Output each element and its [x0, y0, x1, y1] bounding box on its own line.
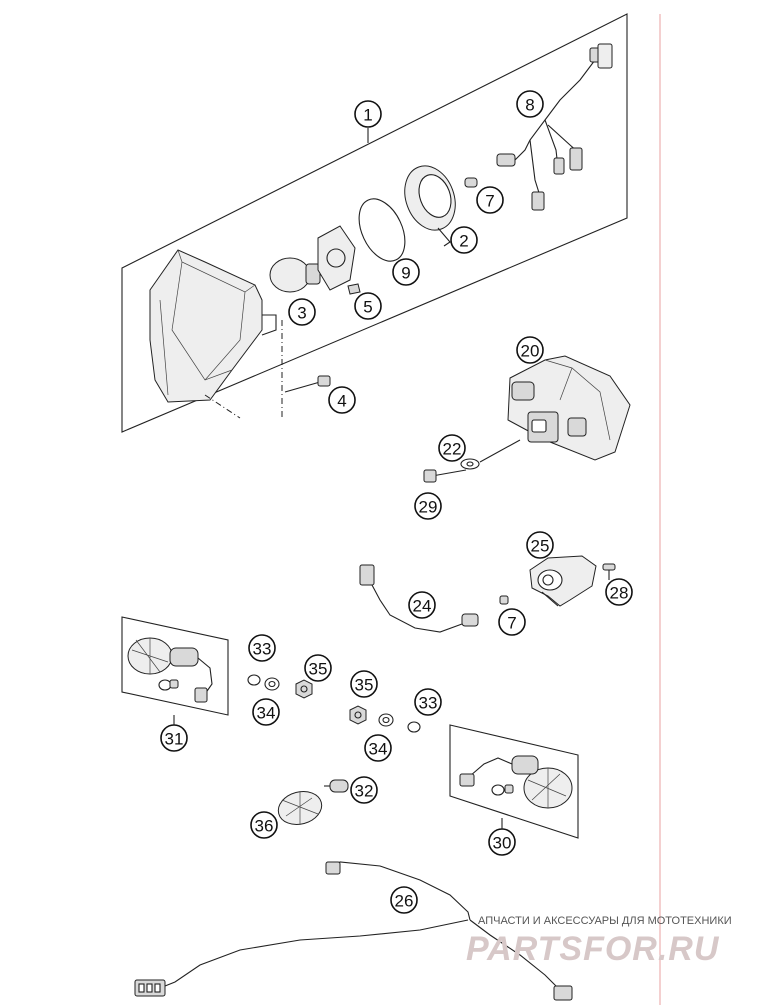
headlight-mask-20: [479, 355, 631, 463]
callout-35-right: 35: [350, 670, 378, 698]
washer-33-left: [247, 674, 261, 686]
svg-text:35: 35: [309, 660, 328, 679]
callout-34-right: 34: [364, 734, 392, 762]
wiring-harness-26: [134, 861, 573, 1001]
watermark-logo: PARTSFOR.RU: [466, 930, 720, 968]
turn-signal-left-31: [121, 616, 229, 716]
svg-text:35: 35: [355, 676, 374, 695]
svg-text:25: 25: [531, 537, 550, 556]
callout-4: 4: [328, 386, 356, 414]
svg-text:3: 3: [297, 304, 306, 323]
callout-25: 25: [526, 531, 554, 559]
bolt-29: [423, 469, 467, 483]
svg-text:20: 20: [521, 342, 540, 361]
callout-2: 2: [450, 226, 478, 254]
svg-text:28: 28: [610, 584, 629, 603]
callout-33-left: 33: [248, 634, 276, 662]
callout-35-left: 35: [304, 654, 332, 682]
cable-24: [359, 564, 509, 633]
svg-text:26: 26: [395, 892, 414, 911]
callout-24: 24: [408, 591, 436, 619]
callout-20: 20: [516, 336, 544, 364]
svg-text:32: 32: [355, 782, 374, 801]
watermark-tagline: АПЧАСТИ И АКСЕССУАРЫ ДЛЯ МОТОТЕХНИКИ: [478, 915, 732, 927]
svg-text:22: 22: [443, 440, 462, 459]
svg-text:2: 2: [459, 232, 468, 251]
svg-text:5: 5: [363, 298, 372, 317]
callout-22: 22: [438, 434, 466, 462]
washer-22: [460, 458, 480, 470]
turn-signal-right-30: [449, 724, 579, 839]
washer-34-right: [378, 713, 394, 727]
callout-9: 9: [392, 258, 420, 286]
callout-28: 28: [605, 578, 633, 606]
svg-text:30: 30: [493, 834, 512, 853]
callout-29: 29: [414, 492, 442, 520]
washer-34-left: [264, 677, 280, 691]
callout-34-left: 34: [252, 698, 280, 726]
svg-text:7: 7: [507, 614, 516, 633]
bulb-32: [324, 779, 349, 793]
screw-28: [602, 563, 616, 580]
svg-text:33: 33: [419, 694, 438, 713]
callout-8: 8: [516, 90, 544, 118]
callout-1: 1: [354, 100, 382, 128]
callout-30: 30: [488, 828, 516, 856]
svg-text:8: 8: [525, 96, 534, 115]
svg-text:31: 31: [165, 730, 184, 749]
svg-text:1: 1: [363, 106, 372, 125]
svg-text:9: 9: [401, 264, 410, 283]
svg-text:36: 36: [255, 817, 274, 836]
callout-3: 3: [288, 298, 316, 326]
callout-32: 32: [350, 776, 378, 804]
callout-26: 26: [390, 886, 418, 914]
svg-text:4: 4: [337, 392, 346, 411]
svg-text:29: 29: [419, 498, 438, 517]
callout-7a: 7: [476, 186, 504, 214]
svg-text:7: 7: [485, 192, 494, 211]
nut-35-left: [295, 679, 313, 699]
callout-31: 31: [160, 724, 188, 752]
tail-light-25: [529, 555, 597, 607]
callout-36: 36: [250, 811, 278, 839]
svg-text:24: 24: [413, 597, 432, 616]
svg-text:33: 33: [253, 640, 272, 659]
nut-35-right: [349, 705, 367, 725]
washer-33-right: [407, 721, 421, 733]
callout-5: 5: [354, 292, 382, 320]
turn-signal-lens-36: [277, 791, 323, 825]
svg-text:34: 34: [369, 740, 388, 759]
callout-7b: 7: [498, 608, 526, 636]
callout-33-right: 33: [414, 688, 442, 716]
headlight-assembly: [121, 13, 628, 433]
svg-text:34: 34: [257, 704, 276, 723]
